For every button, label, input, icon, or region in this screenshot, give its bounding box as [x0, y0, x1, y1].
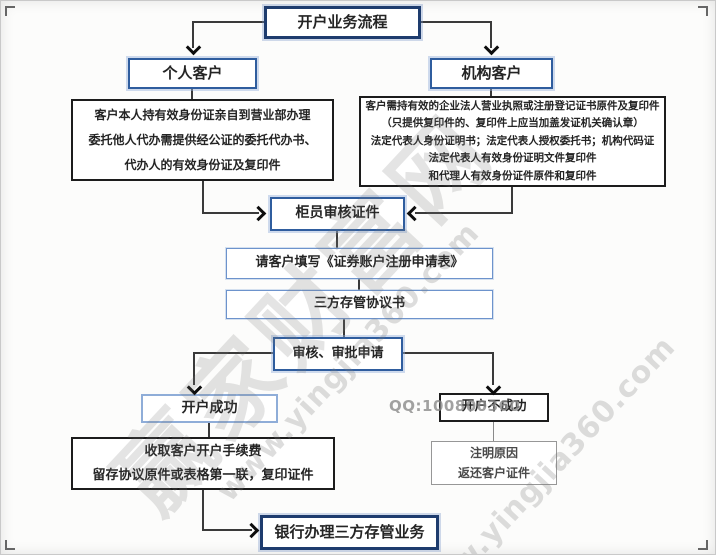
node-teller-review: 柜员审核证件: [270, 197, 405, 231]
connector-line: [193, 352, 195, 385]
node-tripartite-agreement: 三方存管协议书: [226, 290, 493, 319]
connector-line: [336, 231, 338, 248]
corner-mark: [698, 540, 708, 550]
requirement-line: 客户需持有效的企业法人营业执照或注册登记证书原件及复印件: [365, 99, 660, 112]
arrow-right-icon: [243, 522, 260, 539]
corner-mark: [698, 6, 708, 16]
node-open-success-label: 开户成功: [181, 399, 238, 416]
connector-line: [358, 279, 360, 290]
connector-line: [415, 212, 513, 214]
requirement-line: 委托他人代办需提供经公证的委托代办书、: [88, 132, 317, 147]
arrow-down-icon: [186, 379, 203, 396]
connector-line: [191, 89, 193, 99]
connector-line: [511, 187, 513, 214]
node-start: 开户业务流程: [264, 6, 421, 39]
requirement-line: 客户本人持有效身份证亲自到营业部办理: [94, 107, 311, 122]
corner-mark: [5, 540, 15, 550]
arrow-down-icon: [185, 39, 202, 56]
node-institution-label: 机构客户: [461, 64, 522, 83]
connector-line: [343, 319, 345, 337]
arrow-right-icon: [250, 205, 267, 222]
node-bank-tripartite: 银行办理三方存管业务: [260, 515, 439, 550]
node-teller-label: 柜员审核证件: [295, 205, 380, 222]
connector-line: [493, 422, 494, 441]
fee-line: 留存协议原件或表格第一联，复印证件: [92, 467, 314, 483]
connector-line: [421, 21, 491, 23]
requirement-line: 代办人的有效身份证及复印件: [124, 157, 281, 172]
arrow-left-icon: [406, 205, 423, 222]
connector-line: [202, 490, 204, 531]
connector-line: [490, 89, 492, 96]
node-institution-requirements: 客户需持有效的企业法人营业执照或注册登记证书原件及复印件 （只提供复印件的、复印…: [359, 96, 666, 187]
requirement-line: （只提供复印件的、复印件上应当加盖发证机关确认章）: [381, 117, 644, 130]
node-review-approve: 审核、审批申请: [273, 337, 403, 371]
reason-line: 注明原因: [469, 446, 518, 460]
node-open-fail: 开户不成功: [439, 393, 549, 422]
node-fill-form: 请客户填写《证券账户注册申请表》: [226, 248, 493, 279]
connector-line: [202, 181, 204, 214]
requirement-line: 法定代表人身份证明书；法定代表人授权委托书；机构代码证: [370, 134, 655, 147]
connector-line: [202, 212, 259, 214]
requirement-line: 和代理人有效身份证件原件和复印件: [428, 169, 597, 182]
node-open-fail-label: 开户不成功: [461, 399, 527, 415]
node-review-approve-label: 审核、审批申请: [292, 345, 384, 361]
fee-line: 收取客户开户手续费: [144, 443, 262, 459]
connector-line: [192, 21, 194, 48]
connector-line: [403, 352, 494, 354]
connector-line: [193, 21, 264, 23]
arrow-down-icon: [483, 39, 500, 56]
connector-line: [208, 423, 210, 437]
requirement-line: 法定代表人有效身份证明文件复印件: [428, 152, 597, 165]
connector-line: [193, 352, 273, 354]
node-institution-customer: 机构客户: [430, 58, 553, 89]
node-individual-requirements: 客户本人持有效身份证亲自到营业部办理 委托他人代办需提供经公证的委托代办书、 代…: [71, 99, 334, 181]
node-fill-form-label: 请客户填写《证券账户注册申请表》: [255, 255, 464, 271]
node-individual-label: 个人客户: [162, 64, 223, 83]
node-open-success: 开户成功: [141, 394, 278, 423]
node-collect-fee: 收取客户开户手续费 留存协议原件或表格第一联，复印证件: [71, 437, 335, 490]
node-individual-customer: 个人客户: [128, 58, 257, 89]
node-tripartite-label: 三方存管协议书: [313, 296, 405, 312]
node-note-reason: 注明原因 返还客户证件: [431, 441, 557, 485]
connector-line: [492, 352, 494, 385]
reason-line: 返还客户证件: [457, 466, 530, 480]
connector-line: [202, 529, 252, 531]
connector-line: [490, 21, 492, 48]
node-bank-label: 银行办理三方存管业务: [274, 523, 425, 542]
corner-mark: [5, 6, 15, 16]
node-start-label: 开户业务流程: [297, 13, 388, 32]
